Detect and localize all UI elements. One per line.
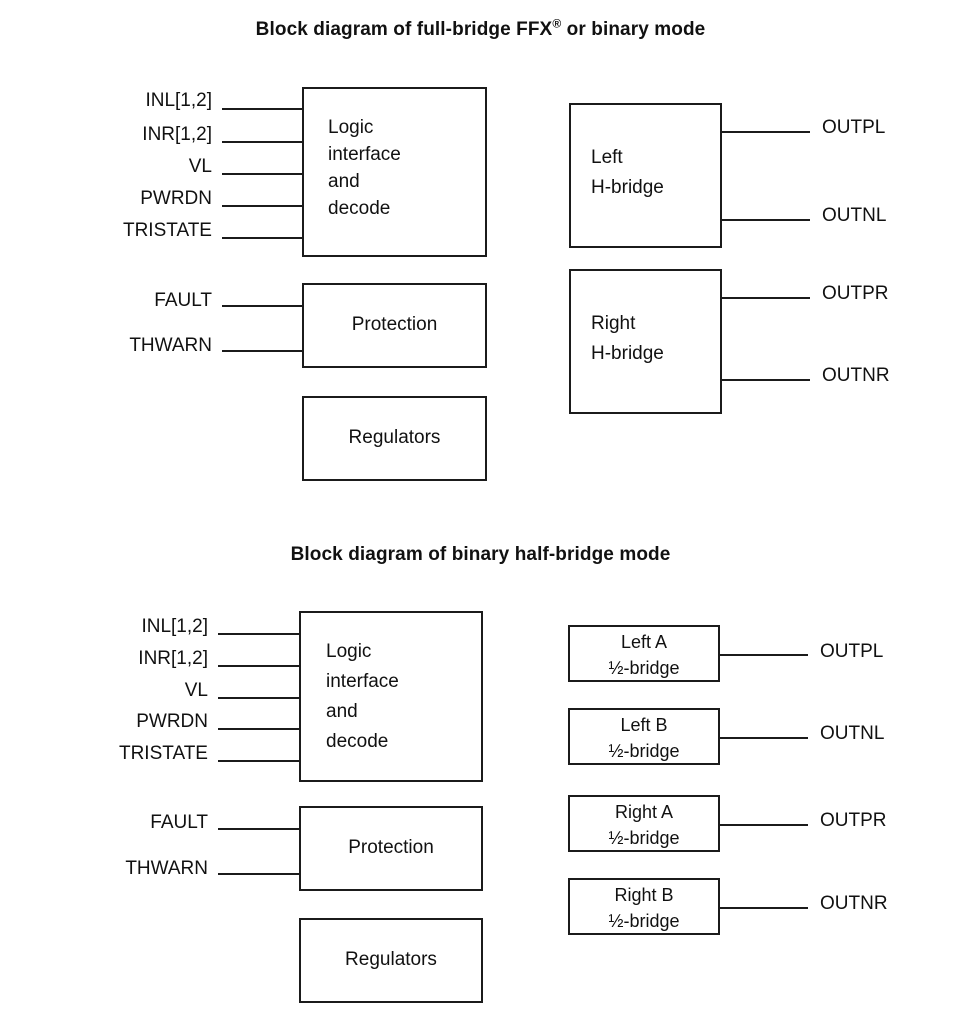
block-regulators-label: Regulators (348, 427, 441, 448)
pin-label-outpr: OUTPR (822, 283, 889, 304)
wire-vl (222, 173, 302, 175)
wire-fault (222, 305, 302, 307)
pin-label-pwrdn-2: PWRDN (136, 711, 208, 732)
diagram-title-half-text: Block diagram of binary half-bridge mode (290, 544, 671, 565)
pin-label-outnr: OUTNR (822, 365, 890, 386)
wire-outnl-2 (720, 737, 808, 739)
block-logic-label: Logic interface and decode (328, 117, 401, 219)
pin-label-inl: INL[1,2] (145, 90, 212, 111)
wire-pwrdn (222, 205, 302, 207)
diagram-title-full-bridge: Block diagram of full-bridge FFX® or bin… (0, 16, 961, 41)
block-regulators: Regulators (302, 396, 487, 481)
pin-label-inr-2: INR[1,2] (138, 648, 208, 669)
wire-outpl (722, 131, 810, 133)
pin-label-outpl-2: OUTPL (820, 641, 884, 662)
diagram-title-text-pre: Block diagram of full-bridge FFX (255, 19, 553, 40)
block-logic-label-2: Logic interface and decode (326, 641, 399, 752)
block-left-b-half-bridge: Left B ½-bridge (568, 708, 720, 765)
block-protection-label: Protection (351, 314, 438, 335)
wire-vl-2 (218, 697, 299, 699)
block-protection-2: Protection (299, 806, 483, 891)
wire-tristate-2 (218, 760, 299, 762)
pin-label-outnr-2: OUTNR (820, 893, 888, 914)
pin-label-fault: FAULT (154, 290, 212, 311)
wire-fault-2 (218, 828, 299, 830)
block-regulators-label-2: Regulators (345, 949, 437, 970)
pin-label-vl-2: VL (184, 680, 208, 701)
block-left-b-half-bridge-label: Left B ½-bridge (608, 715, 680, 761)
block-left-h-bridge: Left H-bridge (569, 103, 722, 248)
block-right-a-half-bridge-label: Right A ½-bridge (608, 802, 680, 848)
block-left-a-half-bridge: Left A ½-bridge (568, 625, 720, 682)
wire-inl-2 (218, 633, 299, 635)
block-left-h-bridge-label: Left H-bridge (591, 147, 664, 198)
wire-outpl-2 (720, 654, 808, 656)
wire-outpr-2 (720, 824, 808, 826)
pin-label-outpr-2: OUTPR (820, 810, 887, 831)
block-right-h-bridge: Right H-bridge (569, 269, 722, 414)
wire-outnr-2 (720, 907, 808, 909)
pin-label-vl: VL (188, 156, 212, 177)
pin-label-outnl: OUTNL (822, 205, 887, 226)
pin-label-pwrdn: PWRDN (140, 188, 212, 209)
block-left-a-half-bridge-label: Left A ½-bridge (608, 632, 680, 678)
pin-label-tristate-2: TRISTATE (118, 743, 208, 764)
block-right-h-bridge-label: Right H-bridge (591, 313, 664, 364)
pin-label-outpl: OUTPL (822, 117, 886, 138)
wire-outnr (722, 379, 810, 381)
diagram-title-text-post: or binary mode (561, 19, 706, 40)
block-right-b-half-bridge-label: Right B ½-bridge (608, 885, 680, 931)
block-right-b-half-bridge: Right B ½-bridge (568, 878, 720, 935)
block-regulators-2: Regulators (299, 918, 483, 1003)
diagram-title-half-bridge: Block diagram of binary half-bridge mode (0, 544, 961, 566)
pin-label-outnl-2: OUTNL (820, 723, 885, 744)
block-protection: Protection (302, 283, 487, 368)
pin-label-inr: INR[1,2] (142, 124, 212, 145)
pin-label-thwarn: THWARN (129, 335, 212, 356)
pin-label-fault-2: FAULT (150, 812, 208, 833)
block-logic-interface-decode-2: Logic interface and decode (299, 611, 483, 782)
wire-pwrdn-2 (218, 728, 299, 730)
wire-outnl (722, 219, 810, 221)
wire-outpr (722, 297, 810, 299)
pin-label-inl-2: INL[1,2] (141, 616, 208, 637)
wire-inr (222, 141, 302, 143)
wire-thwarn (222, 350, 302, 352)
registered-trademark-icon: ® (552, 16, 562, 31)
wire-inl (222, 108, 302, 110)
block-logic-interface-decode: Logic interface and decode (302, 87, 487, 257)
block-protection-label-2: Protection (348, 837, 434, 858)
wire-inr-2 (218, 665, 299, 667)
wire-tristate (222, 237, 302, 239)
wire-thwarn-2 (218, 873, 299, 875)
pin-label-tristate: TRISTATE (122, 220, 212, 241)
pin-label-thwarn-2: THWARN (125, 858, 208, 879)
block-right-a-half-bridge: Right A ½-bridge (568, 795, 720, 852)
